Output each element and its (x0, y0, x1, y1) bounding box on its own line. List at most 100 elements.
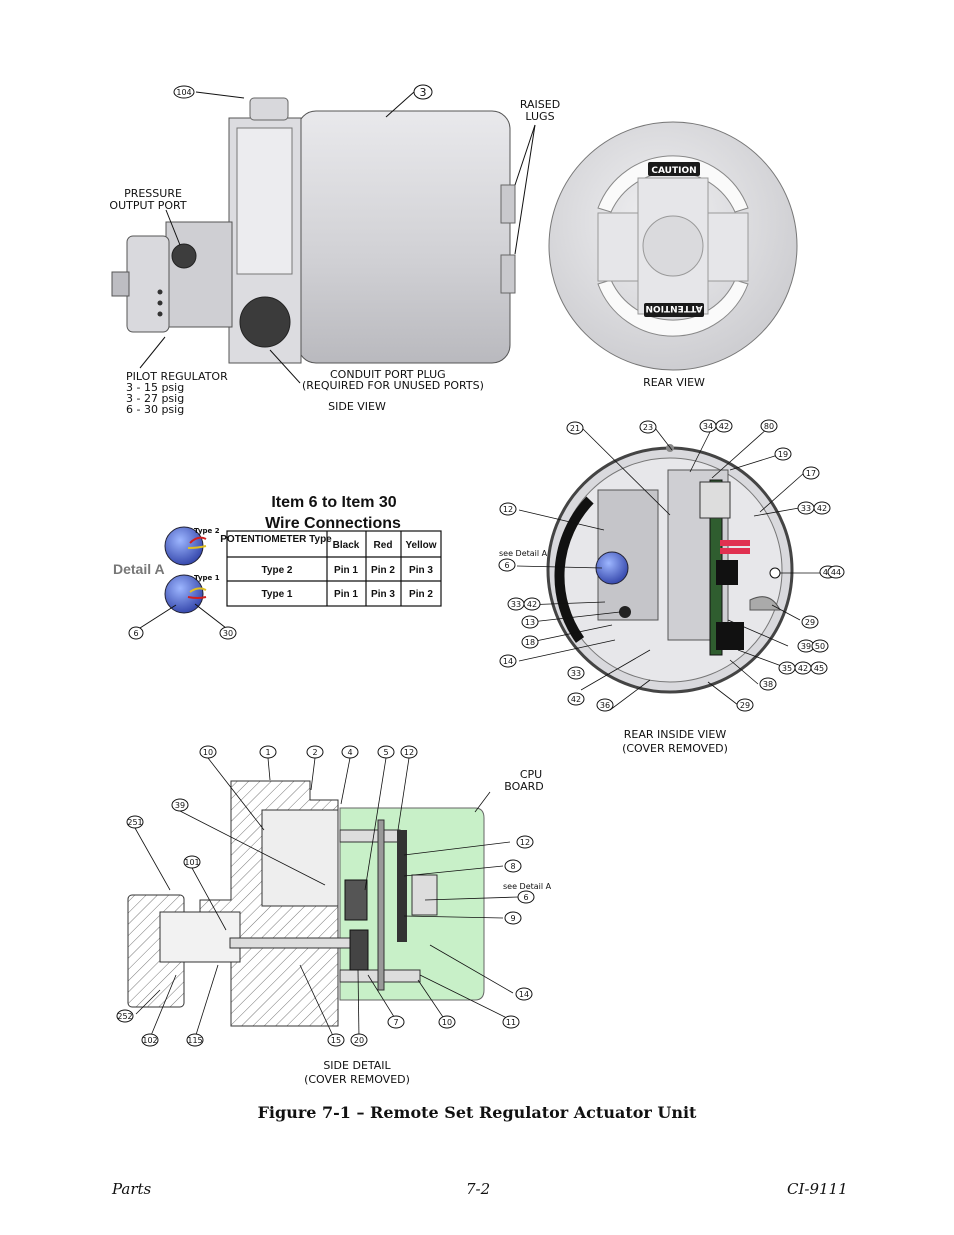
pilot-regulator-nut (111, 271, 130, 297)
callout-bubble (504, 859, 522, 873)
callout-bubble (801, 615, 819, 629)
side-detail-title-1: SIDE DETAIL (323, 1059, 391, 1072)
side-view-lug-lower (500, 254, 516, 294)
callout-number: 6 (504, 561, 509, 570)
rear-inside-screw (769, 567, 781, 579)
callout-bubble (736, 698, 754, 712)
attention-badge (644, 303, 704, 317)
detail-a-wire-red-2 (187, 596, 207, 599)
callout-number: 42 (719, 422, 729, 431)
table-title-2: Wire Connections (265, 515, 401, 532)
callout-bubble (126, 815, 144, 829)
callout-number: 42 (527, 600, 537, 609)
callout-bubble (516, 835, 534, 849)
side-detail-potentiometer (411, 874, 438, 916)
raised-lugs-label-2: LUGS (525, 110, 554, 123)
rear-inside-title-2: (COVER REMOVED) (622, 742, 728, 755)
callout-bubble (306, 745, 324, 759)
caution-badge (648, 162, 700, 176)
callout-bubble (504, 911, 522, 925)
callout-bubble (567, 666, 585, 680)
side-view-lug-upper (500, 184, 516, 224)
caution-text: CAUTION (651, 166, 696, 176)
table-row1-red: Pin 2 (371, 565, 395, 576)
table-row2-black: Pin 1 (334, 589, 358, 600)
detail-a-wire-yellow-1 (187, 545, 207, 549)
table-title-1: Item 6 to Item 30 (271, 494, 396, 511)
rear-inside-gasket (554, 496, 594, 643)
raised-lugs-label-1: RAISED (520, 98, 560, 111)
callout-number: 17 (806, 469, 816, 478)
callout-number: 14 (519, 990, 529, 999)
callout-bubble (502, 1015, 520, 1029)
pilot-regulator-range-2: 3 - 27 psig (126, 392, 184, 405)
callout-number: 34 (703, 422, 713, 431)
callout-number: 29 (805, 618, 815, 627)
detail-a-leader-30 (194, 603, 227, 629)
pilot-bolt-1 (157, 289, 163, 295)
callout-number: 12 (520, 838, 530, 847)
callout-number: 13 (525, 618, 535, 627)
callout-number: 33 (801, 504, 811, 513)
callout-bubble (774, 447, 792, 461)
callout-bubble (566, 421, 584, 435)
pilot-regulator-body (126, 235, 170, 333)
callout-number: 11 (506, 1018, 516, 1027)
callout-number: 10 (442, 1018, 452, 1027)
side-view-title: SIDE VIEW (328, 400, 386, 413)
rear-inside-callouts: 2123344280191733421264344334213181429395… (498, 419, 845, 712)
side-detail-gear-2 (349, 929, 369, 971)
rear-inside-wire-2 (720, 548, 750, 554)
callout-number: 35 (782, 664, 792, 673)
detail-a-callout-6-text: 6 (133, 629, 138, 638)
callout-number: 42 (798, 664, 808, 673)
footer-doc-number: CI-9111 (787, 1180, 848, 1198)
callout-number: 38 (763, 680, 773, 689)
pilot-regulator-range-1: 3 - 15 psig (126, 381, 184, 394)
wire-connection-table: Item 6 to Item 30 Wire Connections POTEN… (220, 494, 442, 607)
callout-bubble (400, 745, 418, 759)
callout-number: 29 (740, 701, 750, 710)
callout-number: 9 (510, 914, 515, 923)
conduit-port-plug (239, 296, 291, 348)
rear-inside-view: 2123344280191733421264344334213181429395… (498, 419, 845, 755)
callout-104: 104 (173, 85, 195, 99)
pilot-regulator-range-3: 6 - 30 psig (126, 403, 184, 416)
callout-number: 80 (764, 422, 774, 431)
callout-number: 42 (571, 695, 581, 704)
rear-view-title: REAR VIEW (643, 376, 705, 389)
callout-bubble (802, 466, 820, 480)
callout-number: 45 (814, 664, 824, 673)
side-detail-leaders (134, 757, 519, 1039)
side-view: 104 3 RAISED LUGS PRESSURE OUTPUT PORT P… (109, 84, 560, 416)
detail-a-callout-30-text: 30 (223, 629, 233, 638)
detail-a-type2-label: Type 2 (194, 527, 220, 535)
callout-bubble (639, 420, 657, 434)
detail-a-leader-6 (139, 604, 177, 629)
conduit-plug-label-2: (REQUIRED FOR UNUSED PORTS) (302, 379, 484, 392)
callout-number: 101 (184, 858, 199, 867)
pressure-output-port (171, 243, 197, 269)
callout-number: 5 (383, 748, 388, 757)
callout-number: 115 (187, 1036, 202, 1045)
callout-number: 20 (354, 1036, 364, 1045)
callout-number: 36 (600, 701, 610, 710)
rear-inside-heatsink (699, 481, 731, 519)
callout-bubble (811, 639, 829, 653)
callout-bubble (327, 1033, 345, 1047)
callout-number: 23 (643, 423, 653, 432)
callout-bubble (116, 1009, 134, 1023)
table-header-black: Black (333, 540, 360, 551)
callout-bubble (387, 1015, 405, 1029)
callout-number: 251 (127, 818, 142, 827)
rear-inside-component-upper (716, 560, 738, 585)
callout-number: 42 (817, 504, 827, 513)
callout-number: 33 (571, 669, 581, 678)
callout-number: 1 (265, 748, 270, 757)
detail-a-callout-6 (128, 626, 144, 640)
callout-number: 21 (570, 424, 580, 433)
callout-bubble (715, 419, 733, 433)
